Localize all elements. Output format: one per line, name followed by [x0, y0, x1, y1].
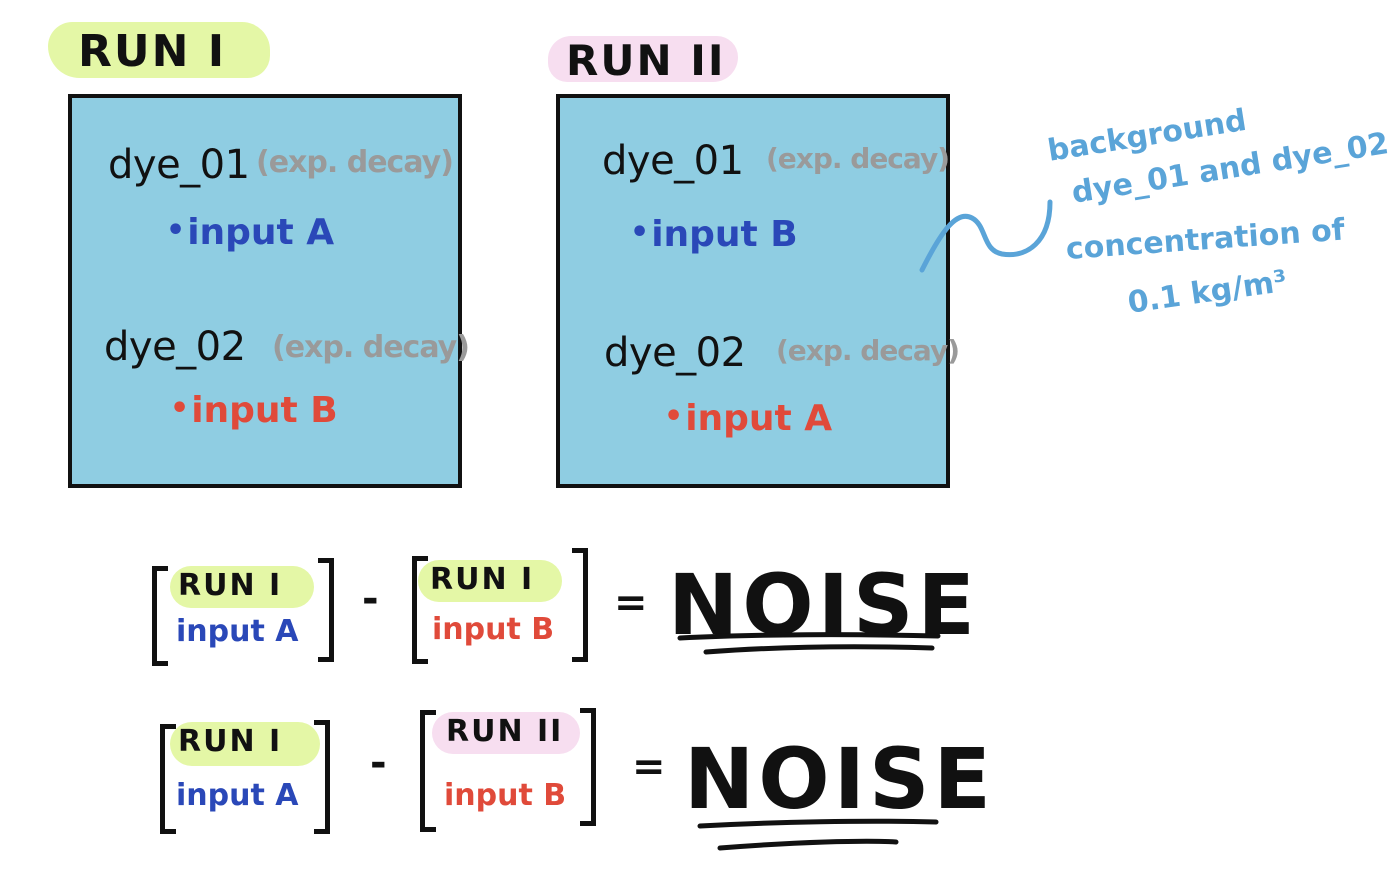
eq2-left-run-highlight — [170, 722, 320, 766]
run1-dye1-input-text: input A — [187, 212, 335, 253]
run1-dye2-label: dye_02 — [104, 324, 246, 370]
eq1-right-open-bracket — [412, 556, 428, 664]
bullet-icon: • — [664, 399, 684, 434]
bullet-icon: • — [166, 213, 186, 248]
eq1-right-run-highlight — [418, 560, 562, 602]
eq1-left-close-bracket — [318, 558, 334, 662]
run2-dye2-input-text: input A — [685, 398, 833, 439]
run2-title-highlight — [548, 36, 738, 82]
run1-dye1-label: dye_01 — [108, 142, 250, 188]
run1-box — [68, 94, 462, 488]
eq2-result-noise: NOISE — [684, 730, 995, 828]
eq2-left-input: input A — [176, 778, 299, 813]
bullet-icon: • — [630, 215, 650, 250]
run1-dye1-input: •input A — [166, 212, 334, 253]
run2-dye1-input-text: input B — [651, 214, 798, 255]
eq2-right-run-highlight — [432, 712, 580, 754]
run2-dye2-input: •input A — [664, 398, 832, 439]
run2-dye1-input: •input B — [630, 214, 798, 255]
eq1-noise-underline — [677, 632, 941, 655]
run1-dye2-input-text: input B — [191, 390, 338, 431]
run2-dye2-label: dye_02 — [604, 330, 746, 376]
eq1-left-run: RUN I — [178, 568, 283, 603]
eq1-right-input: input B — [432, 612, 555, 647]
run1-dye2-input: •input B — [170, 390, 338, 431]
eq2-right-close-bracket — [580, 708, 596, 826]
annotation-line-3: concentration of — [1064, 212, 1346, 267]
eq2-noise-underline — [697, 818, 939, 851]
run2-box — [556, 94, 950, 488]
run2-dye1-label: dye_01 — [602, 138, 744, 184]
eq2-left-close-bracket — [314, 720, 330, 834]
run2-dye1-decay-note: (exp. decay) — [766, 142, 950, 175]
eq2-right-run: RUN II — [446, 714, 564, 749]
eq1-right-close-bracket — [572, 548, 588, 662]
run1-dye1-decay-note: (exp. decay) — [256, 145, 454, 180]
bullet-icon: • — [170, 391, 190, 426]
annotation-line-4: 0.1 kg/m³ — [1125, 263, 1290, 321]
annotation-squiggle — [919, 199, 1053, 273]
eq1-right-run: RUN I — [430, 562, 535, 597]
eq1-minus-operator: - — [362, 576, 379, 622]
eq2-equals-sign: = — [632, 744, 666, 790]
eq1-left-open-bracket — [152, 566, 168, 666]
run1-dye2-decay-note: (exp. decay) — [272, 330, 470, 365]
eq2-left-open-bracket — [160, 724, 176, 834]
eq2-right-input: input B — [444, 778, 567, 813]
eq2-left-run: RUN I — [178, 724, 283, 759]
eq1-equals-sign: = — [614, 580, 648, 626]
eq1-left-run-highlight — [170, 566, 314, 608]
eq2-minus-operator: - — [370, 740, 387, 786]
run2-dye2-decay-note: (exp. decay) — [776, 334, 960, 367]
eq1-left-input: input A — [176, 614, 299, 649]
run1-title: RUN I — [78, 26, 227, 77]
run1-title-highlight — [48, 22, 270, 78]
eq2-right-open-bracket — [420, 710, 436, 832]
run2-title: RUN II — [566, 36, 726, 85]
